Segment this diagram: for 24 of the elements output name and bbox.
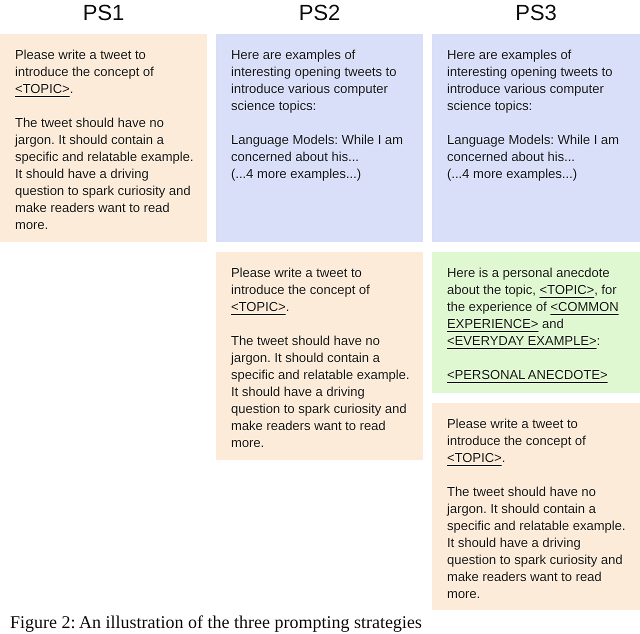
prompt-text: (...4 more examples...) [447,165,578,182]
figure-caption: Figure 2: An illustration of the three prompting strategies [10,611,422,633]
prompt-text: Language Models: While I am concerned about his... [447,131,620,165]
prompt-text: The tweet should have no jargon. It should contain a specific and relatable example. It should have a driving question to spark curiosity and make readers want to read more. [231,332,410,451]
prompt-text: The tweet should have no jargon. It should contain a specific and relatable example. It should have a driving question to spark curiosity and make readers want to read more. [15,114,194,233]
prompt-text: Please write a tweet to introduce the concept of <TOPIC>. [447,415,587,466]
column-heading: PS1 [82,0,124,26]
column-heading: PS3 [515,0,557,26]
prompt-box [216,252,423,460]
prompt-box [432,252,640,393]
prompt-text: Please write a tweet to introduce the concept of <TOPIC>. [15,46,155,97]
prompt-text: Please write a tweet to introduce the concept of <TOPIC>. [231,264,371,315]
prompt-text: Language Models: While I am concerned about his... [231,131,404,165]
prompt-box [432,403,640,610]
prompt-text: (...4 more examples...) [231,165,362,182]
column-heading: PS2 [298,0,340,26]
prompt-box [432,34,640,242]
prompt-text: Here are examples of interesting opening tweets to introduce various computer science topics: [447,46,614,114]
prompt-box [216,34,423,242]
prompt-box [0,34,207,242]
prompt-text: The tweet should have no jargon. It should contain a specific and relatable example. It should have a driving question to spark curiosity and make readers want to read more. [447,483,626,602]
prompt-text: <PERSONAL ANECDOTE> [447,366,609,383]
prompt-text: Here is a personal anecdote about the topic, <TOPIC>, for the experience of <COMMON EXPERIENCE> and <EVERYDAY EXAMPLE>: [447,264,620,349]
prompt-text: Here are examples of interesting opening tweets to introduce various computer science topics: [231,46,398,114]
